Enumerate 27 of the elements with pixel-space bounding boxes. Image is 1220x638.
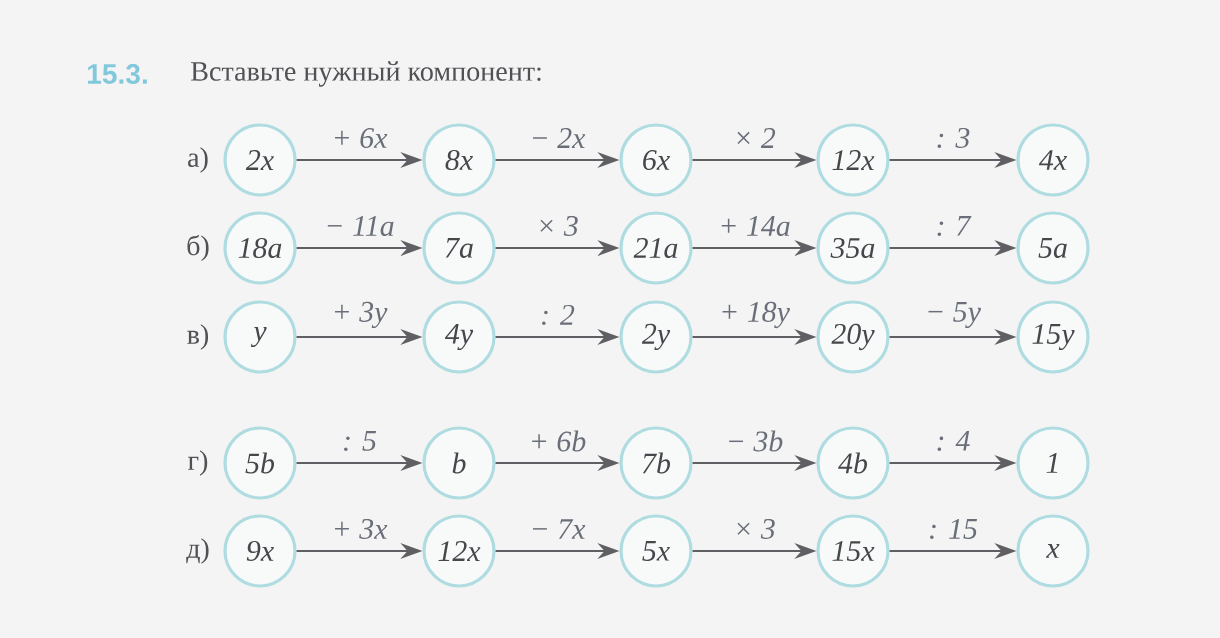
- edge-label: + 18y: [722, 301, 790, 329]
- edge-label: − 5y: [928, 302, 981, 328]
- row-label: в): [187, 324, 209, 350]
- edge-label: : 5: [344, 431, 377, 451]
- edge-label: : 4: [937, 430, 970, 452]
- edge-label: + 3y: [335, 301, 388, 329]
- edge-label: − 2x: [533, 128, 586, 148]
- edge-label: × 2: [737, 128, 776, 148]
- edge-label: − 11a: [327, 215, 394, 237]
- edge-label: − 3b: [729, 430, 783, 452]
- exercise-number: 15.3.: [88, 64, 147, 84]
- edge-label: : 7: [937, 216, 972, 236]
- edge-label: + 6x: [335, 127, 388, 148]
- edge-label: : 2: [542, 304, 575, 326]
- edge-label: + 14a: [721, 215, 790, 237]
- edge-label: + 6b: [532, 430, 586, 452]
- edge-label: : 3: [937, 127, 970, 149]
- row-label: а): [188, 147, 208, 173]
- row-label: г): [188, 450, 208, 476]
- row-label: б): [187, 234, 209, 262]
- row-label: д): [186, 538, 209, 564]
- edge-label: : 15: [930, 518, 977, 540]
- edge-label: − 7x: [533, 519, 586, 539]
- heading: Вставьте нужный компонент:: [191, 61, 541, 87]
- edge-label: × 3: [540, 215, 578, 236]
- edge-label: + 3x: [335, 518, 388, 539]
- edge-label: × 3: [737, 518, 775, 539]
